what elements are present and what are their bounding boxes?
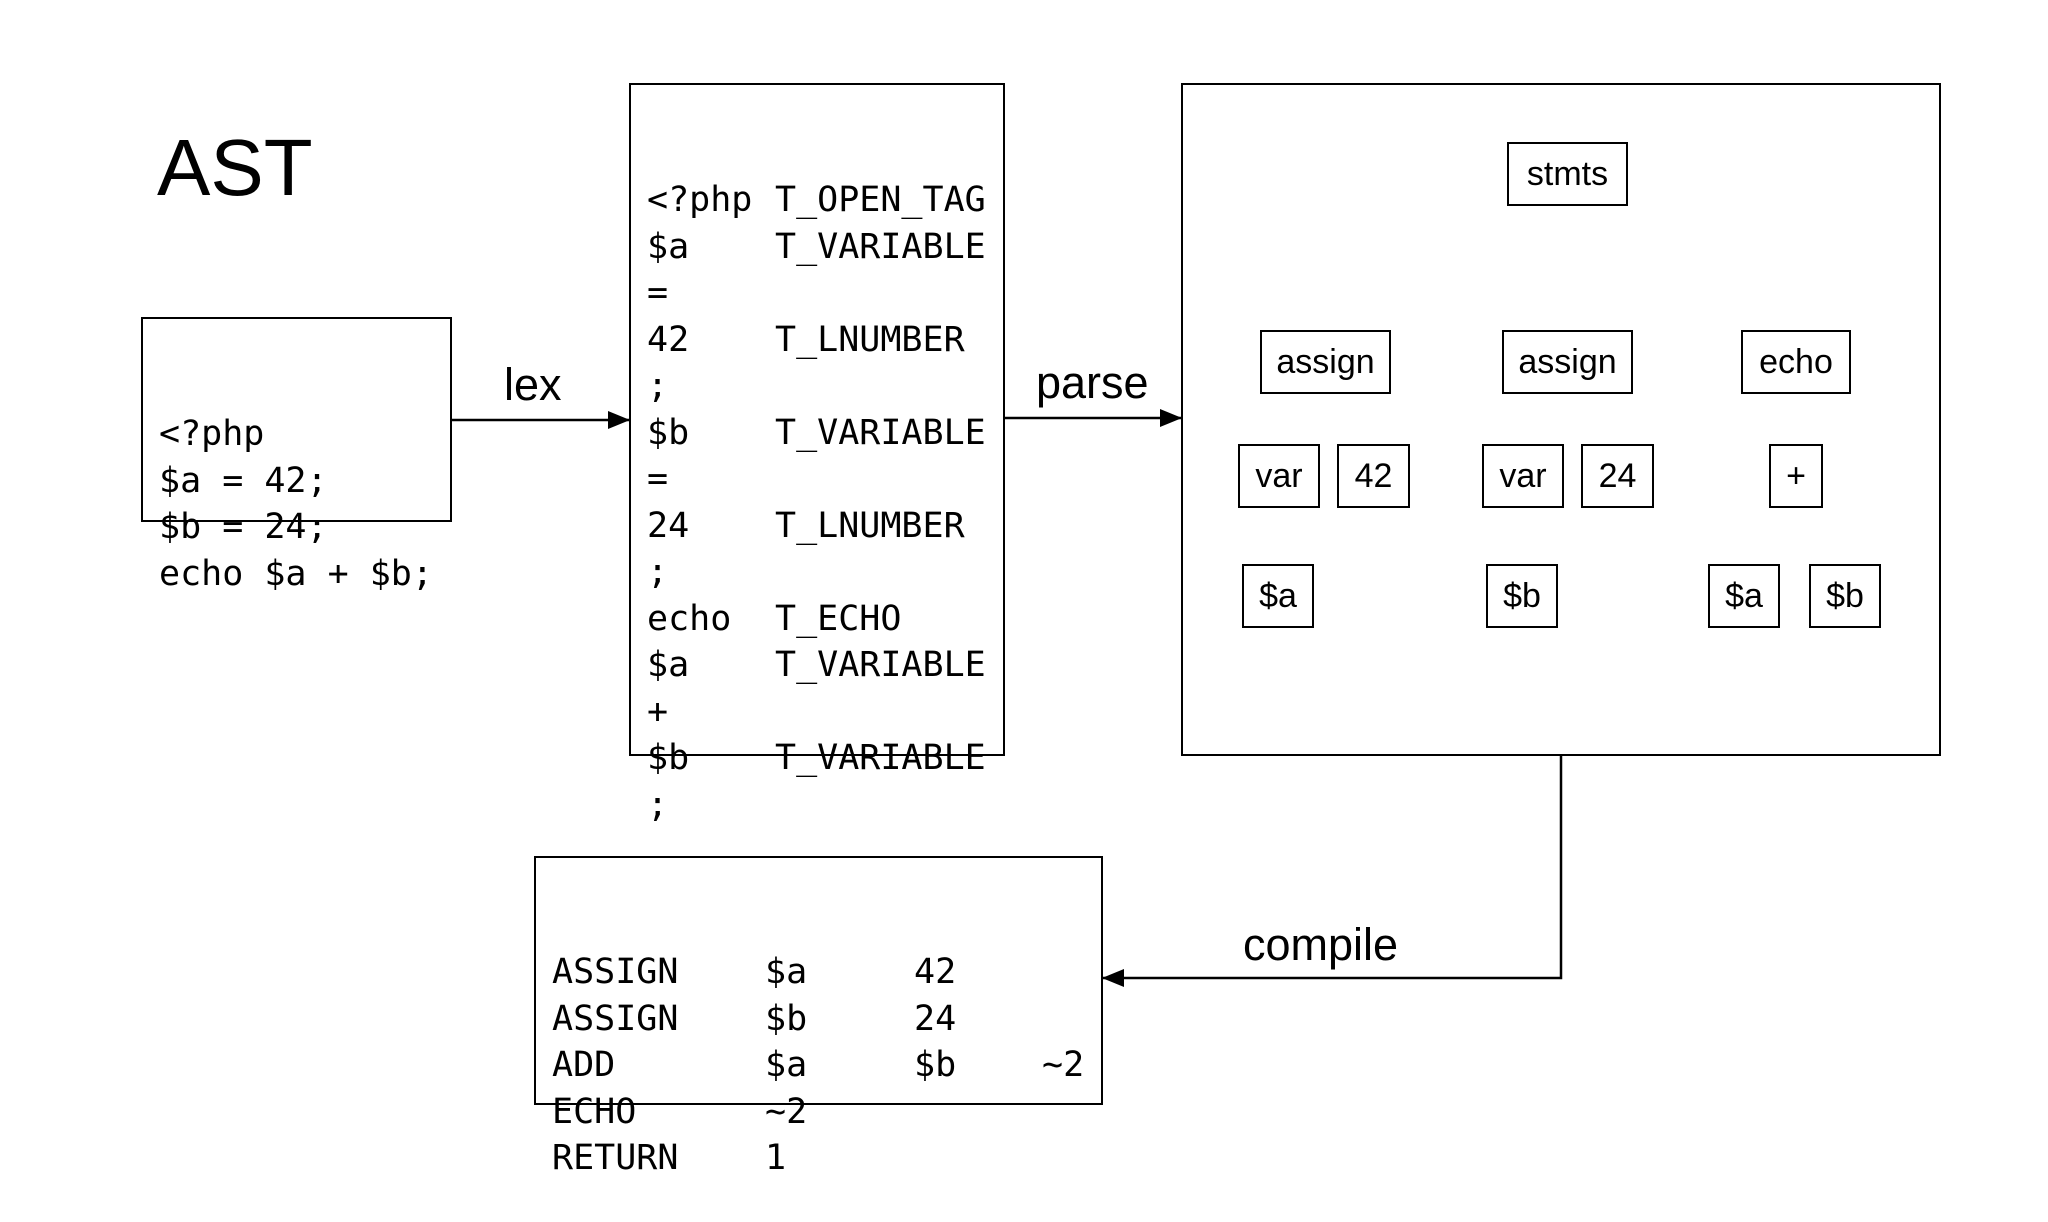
opcode-op: ADD [552, 1045, 616, 1085]
ast-node-b-operand: $b [1809, 564, 1881, 628]
opcode-op: ASSIGN [552, 998, 679, 1039]
token-text: <?php [647, 180, 753, 220]
source-line: <?php [159, 414, 265, 454]
token-row: ; [647, 549, 1003, 596]
token-text: = [647, 459, 669, 499]
ast-node-var-a: var [1238, 444, 1320, 508]
parse-label: parse [1036, 357, 1149, 408]
source-line: $b = 24; [159, 507, 328, 547]
token-text: $b [647, 738, 690, 778]
token-type: T_VARIABLE [775, 226, 986, 267]
source-line: echo $a + $b; [159, 553, 433, 594]
ast-node-echo: echo [1741, 330, 1851, 394]
token-type: T_ECHO [775, 598, 902, 639]
token-text: echo [647, 598, 732, 639]
ast-node-a-operand: $a [1708, 564, 1780, 628]
token-row: ; [647, 782, 1003, 829]
token-text: ; [647, 552, 669, 592]
token-row: $b T_VARIABLE [647, 410, 1003, 457]
opcode-row: RETURN 1 [552, 1135, 1101, 1182]
token-row: = [647, 456, 1003, 503]
token-row: ; [647, 363, 1003, 410]
token-type: T_VARIABLE [775, 738, 986, 778]
opcode-arg2: 24 [914, 998, 957, 1039]
opcode-op: ECHO [552, 1091, 637, 1132]
opcode-arg1: 1 [765, 1138, 787, 1178]
token-type: T_VARIABLE [775, 645, 986, 685]
opcode-arg1: ~2 [765, 1091, 808, 1132]
token-text: ; [647, 784, 669, 825]
ast-node-assign-b: assign [1502, 330, 1633, 394]
token-row: = [647, 270, 1003, 317]
token-text: + [647, 691, 669, 732]
source-lines: <?php $a = 42; $b = 24; echo $a + $b; [159, 411, 450, 597]
opcode-arg2: $b [914, 1045, 957, 1085]
opcode-op: RETURN [552, 1138, 679, 1178]
opcode-row: ASSIGN $a 42 [552, 949, 1101, 996]
token-row: + [647, 689, 1003, 736]
token-text: $b [647, 412, 690, 453]
opcode-row: ADD $a $b ~2 [552, 1042, 1101, 1089]
token-text: $a [647, 645, 690, 685]
opcode-op: ASSIGN [552, 952, 679, 992]
ast-node-b-leaf: $b [1486, 564, 1558, 628]
token-text: = [647, 273, 669, 313]
token-text: $a [647, 226, 690, 267]
token-row: <?php T_OPEN_TAG [647, 177, 1003, 224]
token-text: 42 [647, 319, 690, 360]
opcode-arg1: $a [765, 952, 808, 992]
token-row: $b T_VARIABLE [647, 735, 1003, 782]
diagram-title: AST [157, 123, 313, 212]
opcode-arg1: $a [765, 1045, 808, 1085]
ast-node-assign-a: assign [1260, 330, 1391, 394]
token-text: 24 [647, 505, 690, 546]
ast-node-a-leaf: $a [1242, 564, 1314, 628]
token-text: ; [647, 366, 669, 406]
opcode-row: ECHO ~2 [552, 1089, 1101, 1136]
lex-label: lex [504, 359, 562, 410]
source-line: $a = 42; [159, 460, 328, 501]
opcode-arg1: $b [765, 998, 808, 1039]
ast-node-stmts: stmts [1507, 142, 1628, 206]
ast-node-var-b: var [1482, 444, 1564, 508]
token-type: T_OPEN_TAG [775, 180, 986, 220]
token-row: $a T_VARIABLE [647, 642, 1003, 689]
token-type: T_LNUMBER [775, 505, 965, 546]
opcode-row: ASSIGN $b 24 [552, 996, 1101, 1043]
source-code-box: <?php $a = 42; $b = 24; echo $a + $b; [141, 317, 452, 594]
token-row: 42 T_LNUMBER [647, 317, 1003, 364]
opcode-arg2: 42 [914, 952, 957, 992]
compile-arrow [1102, 756, 1563, 987]
token-type: T_LNUMBER [775, 319, 965, 360]
token-row: $a T_VARIABLE [647, 224, 1003, 271]
compile-label: compile [1243, 919, 1399, 970]
ast-node-42: 42 [1337, 444, 1410, 508]
token-row: 24 T_LNUMBER [647, 503, 1003, 550]
opcode-result: ~2 [1042, 1045, 1085, 1085]
token-type: T_VARIABLE [775, 412, 986, 453]
ast-node-24: 24 [1581, 444, 1654, 508]
token-row: echo T_ECHO [647, 596, 1003, 643]
ast-node-plus: + [1769, 444, 1823, 508]
